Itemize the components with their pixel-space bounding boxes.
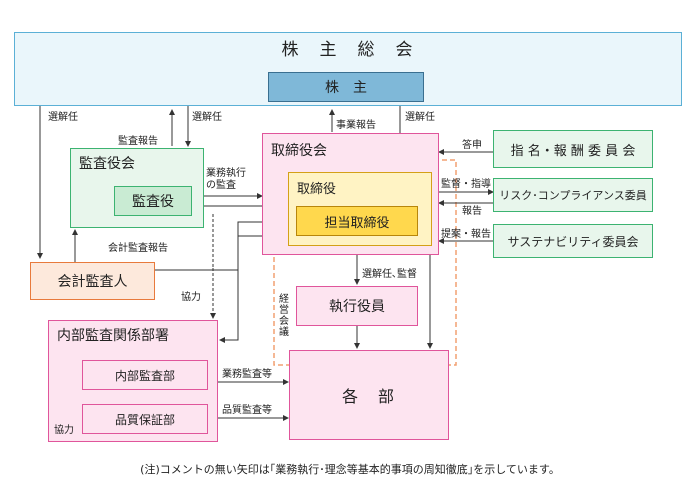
label-business-exec-audit: 業務執行 の監査 (206, 168, 246, 191)
sustainability-committee: サステナビリティ委員会 (493, 224, 653, 258)
label-business-report: 事業報告 (336, 120, 376, 131)
internal-audit-title: 内部監査関係部署 (57, 328, 169, 344)
label-supervise-guide: 監督・指導 (441, 179, 491, 190)
label-cooperation-bottom: 協力 (54, 425, 74, 436)
label-business-audit: 業務監査等 (222, 369, 272, 380)
label-appoint-mid: 選解任 (192, 112, 222, 123)
label-appoint-right: 選解任 (405, 112, 435, 123)
audit-member-box: 監査役 (114, 186, 192, 216)
label-quality-audit: 品質監査等 (222, 405, 272, 416)
executive-officers-box: 執行役員 (296, 286, 418, 326)
accounting-auditor-box: 会計監査人 (30, 262, 155, 300)
footnote: (注)コメントの無い矢印は｢業務執行･理念等基本的事項の周知徹底｣を示しています… (140, 463, 560, 476)
internal-audit-dept-box: 内部監査部 (82, 360, 208, 390)
qa-dept-box: 品質保証部 (82, 404, 208, 434)
label-audit-report: 監査報告 (118, 136, 158, 147)
shareholders-box: 株 主 (268, 72, 424, 102)
label-report: 報告 (462, 206, 482, 217)
risk-compliance-committee: リスク･コンプライアンス委員 (493, 178, 653, 212)
label-response: 答申 (462, 140, 482, 151)
director-title: 取締役 (297, 182, 337, 197)
board-title: 取締役会 (271, 143, 327, 159)
label-cooperation-top: 協力 (181, 292, 201, 303)
label-appoint-supervise: 選解任､監督 (362, 269, 417, 280)
shareholders-meeting-title: 株 主 総 会 (281, 40, 415, 60)
label-accounting-audit-report: 会計監査報告 (108, 243, 168, 254)
director-in-charge-box: 担当取締役 (296, 206, 418, 236)
audit-board-title: 監査役会 (79, 156, 135, 172)
label-proposal-report: 提案・報告 (441, 229, 491, 240)
departments-box: 各 部 (289, 350, 449, 440)
nomination-compensation-committee: 指 名・報 酬 委 員 会 (493, 130, 653, 168)
label-appoint-left: 選解任 (48, 112, 78, 123)
label-management-meeting: 経 営 会 議 (279, 294, 289, 338)
